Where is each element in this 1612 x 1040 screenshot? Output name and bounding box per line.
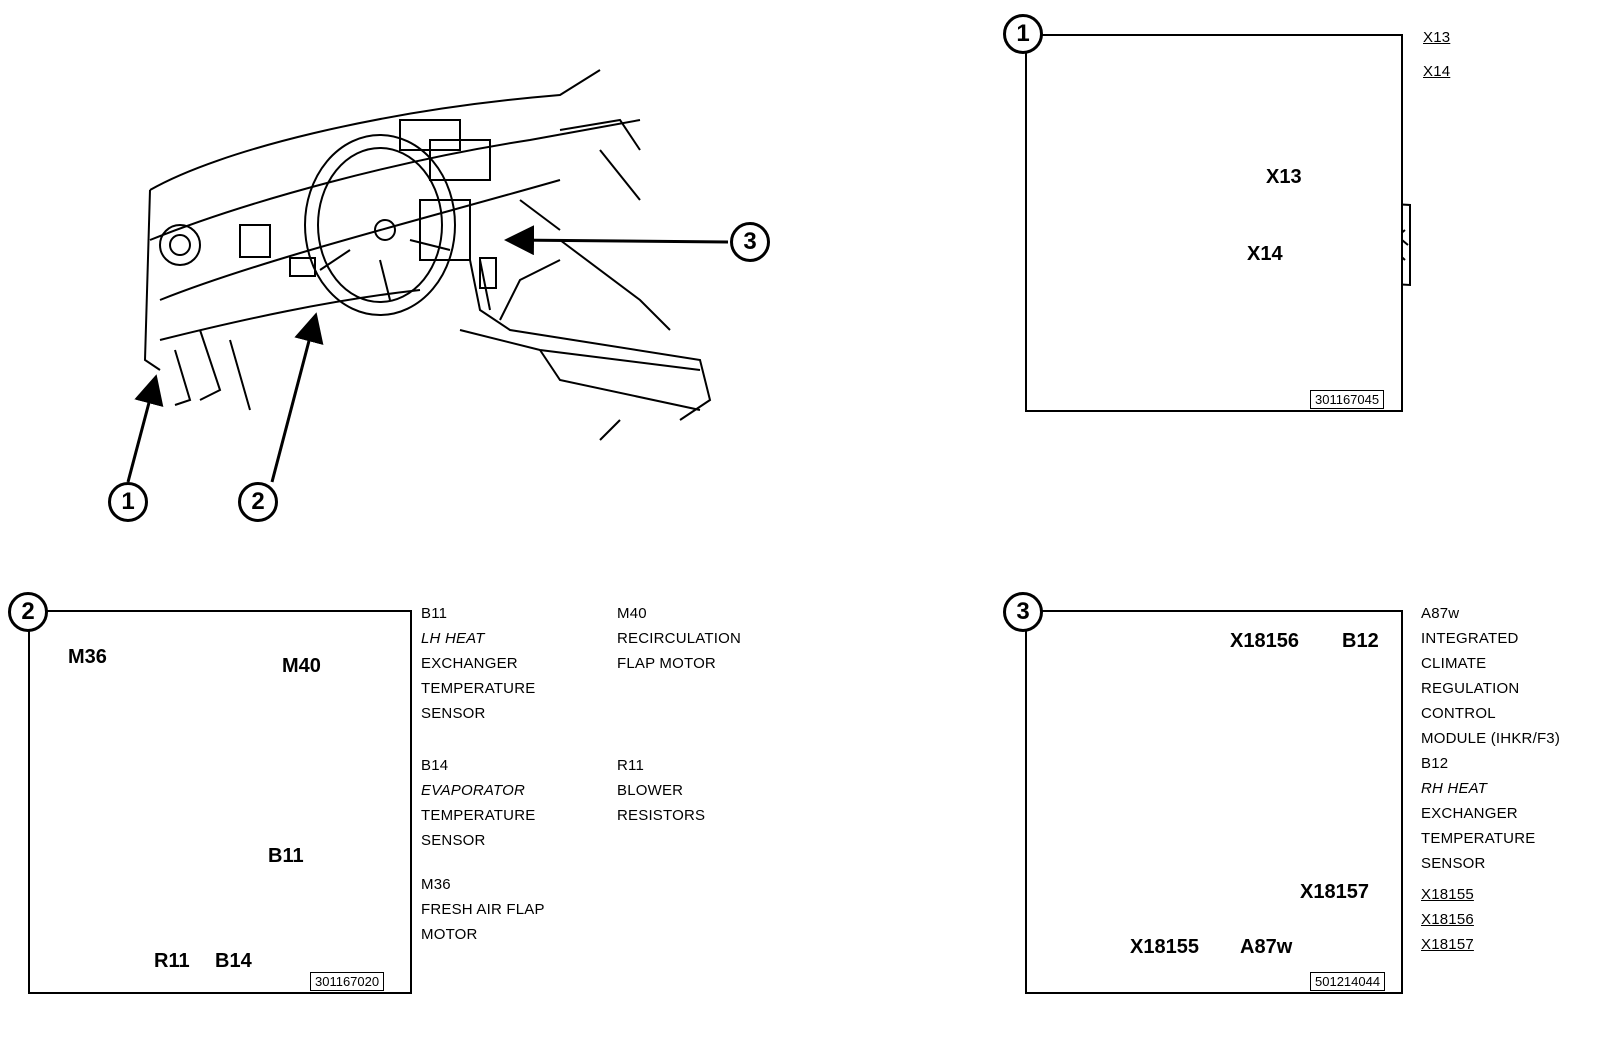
legend-b12-code: B12 <box>1421 755 1449 772</box>
legend-b14-desc-1: EVAPORATOR <box>421 782 525 799</box>
legend-m40-code: M40 <box>617 605 647 622</box>
legend-m36-code: M36 <box>421 876 451 893</box>
overview-callout-2: 2 <box>238 482 278 522</box>
panel2-figure-number: 301167020 <box>310 972 385 991</box>
panel2-label-b11: B11 <box>266 845 306 868</box>
legend-a87w-desc-5: MODULE (IHKR/F3) <box>1421 730 1561 747</box>
panel2-label-r11: R11 <box>152 950 192 973</box>
panel1-figure-number: 301167045 <box>1310 390 1385 409</box>
legend-a87w-desc-1: INTEGRATED <box>1421 630 1519 647</box>
overview-callout-3: 3 <box>730 222 770 262</box>
legend-x18156: X18156 <box>1421 911 1474 928</box>
panel2-label-m36: M36 <box>66 646 109 669</box>
panel3-figure-number: 501214044 <box>1310 972 1386 991</box>
legend-x18155: X18155 <box>1421 886 1474 903</box>
legend-r11-desc-1: BLOWER <box>617 782 684 799</box>
legend-b14-desc-2: TEMPERATURE <box>421 807 536 824</box>
legend-r11-code: R11 <box>617 757 645 774</box>
panel2-legend-col1: B11 LH HEAT EXCHANGER TEMPERATURE SENSOR… <box>421 601 545 947</box>
panel3-label-x18155: X18155 <box>1128 936 1201 959</box>
legend-b12-desc-3: TEMPERATURE <box>1421 830 1536 847</box>
panel2-label-m40: M40 <box>280 655 323 678</box>
legend-r11-desc-2: RESISTORS <box>617 807 706 824</box>
legend-a87w-desc-4: CONTROL <box>1421 705 1496 722</box>
legend-b11-code: B11 <box>421 605 448 622</box>
panel3-label-b12: B12 <box>1340 630 1381 653</box>
legend-b14-desc-3: SENSOR <box>421 832 486 849</box>
legend-b12-desc-2: EXCHANGER <box>1421 805 1518 822</box>
panel3-photo-frame <box>1025 610 1403 994</box>
legend-b12-desc-4: SENSOR <box>1421 855 1486 872</box>
legend-a87w-desc-3: REGULATION <box>1421 680 1520 697</box>
legend-b14-code: B14 <box>421 757 449 774</box>
legend-m40-desc-1: RECIRCULATION <box>617 630 741 647</box>
panel3-badge: 3 <box>1003 592 1043 632</box>
legend-a87w-desc-2: CLIMATE <box>1421 655 1487 672</box>
legend-b11-desc-1: LH HEAT <box>421 630 485 647</box>
legend-m40-desc-2: FLAP MOTOR <box>617 655 716 672</box>
panel3-label-a87w: A87w <box>1238 936 1295 959</box>
panel1-label-x13: X13 <box>1264 166 1304 189</box>
overview-callout-1: 1 <box>108 482 148 522</box>
panel1-legend-x14: X14 <box>1423 63 1451 80</box>
legend-b11-desc-3: TEMPERATURE <box>421 680 536 697</box>
legend-b11-desc-4: SENSOR <box>421 705 486 722</box>
dashboard-illustration <box>143 69 712 441</box>
panel2-legend-col2: M40 RECIRCULATION FLAP MOTOR R11 BLOWER … <box>617 601 741 828</box>
panel2-photo-frame <box>28 610 412 994</box>
legend-x18157: X18157 <box>1421 936 1474 953</box>
legend-m36-desc-2: MOTOR <box>421 926 478 943</box>
legend-b11-desc-2: EXCHANGER <box>421 655 518 672</box>
panel3-legend: A87w INTEGRATED CLIMATE REGULATION CONTR… <box>1421 601 1560 957</box>
legend-a87w-code: A87w <box>1421 605 1460 622</box>
panel1-legend-x13: X13 <box>1423 29 1451 46</box>
panel2-badge: 2 <box>8 592 48 632</box>
panel2-label-b14: B14 <box>213 950 254 973</box>
legend-m36-desc-1: FRESH AIR FLAP <box>421 901 545 918</box>
panel1-photo-frame <box>1025 34 1403 412</box>
panel1-badge: 1 <box>1003 14 1043 54</box>
panel1-legend: X13 X14 <box>1423 25 1450 84</box>
panel3-label-x18157: X18157 <box>1298 881 1371 904</box>
legend-b12-desc-1: RH HEAT <box>1421 780 1488 797</box>
panel1-label-x14: X14 <box>1245 243 1285 266</box>
panel3-label-x18156: X18156 <box>1228 630 1301 653</box>
